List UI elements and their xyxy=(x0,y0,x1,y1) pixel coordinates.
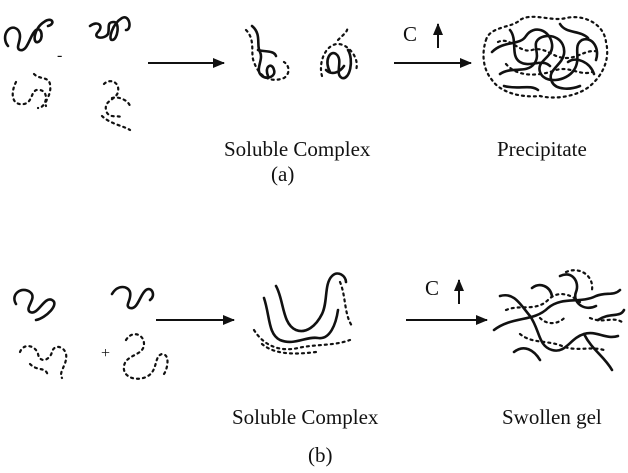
polycation-chain-4 xyxy=(110,285,155,310)
polyanion-chain-2 xyxy=(100,80,132,132)
gel-strand-4 xyxy=(530,283,626,322)
polyanion-chain-4 xyxy=(122,333,169,380)
gel-dots xyxy=(504,269,624,352)
gel-strand-3 xyxy=(512,273,614,372)
panel-b-condition-label: C xyxy=(425,276,440,300)
gel-strand-2 xyxy=(498,293,620,352)
polyanion-chain-3 xyxy=(18,345,68,380)
panel-b-complex-label: Soluble Complex xyxy=(232,405,379,429)
complex-b-strand-1 xyxy=(262,296,340,344)
panel-a: - xyxy=(3,15,609,132)
plus-sign-b: + xyxy=(101,345,110,362)
polyanion-chain-1 xyxy=(11,72,52,110)
precipitate-dots xyxy=(496,39,602,76)
precipitate-strand-3 xyxy=(502,28,596,92)
polycation-chain-2 xyxy=(88,16,131,42)
complex-b-dots-1 xyxy=(252,280,354,355)
complex-a-dots-1 xyxy=(244,28,290,81)
panel-b: + xyxy=(13,269,626,380)
polycation-chain-3 xyxy=(13,288,56,322)
precipitate-strand-1 xyxy=(490,28,599,82)
panel-a-condition-label: C xyxy=(403,22,418,46)
gel-strand-1 xyxy=(492,288,622,332)
precipitate-outline xyxy=(482,15,609,99)
precipitate-strand-2 xyxy=(498,22,590,90)
panel-b-caption: (b) xyxy=(308,443,333,467)
panel-b-product-label: Swollen gel xyxy=(502,405,602,429)
panel-a-complex-label: Soluble Complex xyxy=(224,137,371,161)
panel-a-caption: (a) xyxy=(271,162,295,186)
complex-a-strand-1 xyxy=(250,24,278,79)
complex-a-dots-2 xyxy=(319,24,358,78)
complex-a-strand-2 xyxy=(324,48,353,80)
complex-b-strand-2 xyxy=(274,272,348,333)
plus-sign: - xyxy=(57,47,62,64)
polycation-chain-1 xyxy=(3,18,54,52)
panel-a-product-label: Precipitate xyxy=(497,137,587,161)
